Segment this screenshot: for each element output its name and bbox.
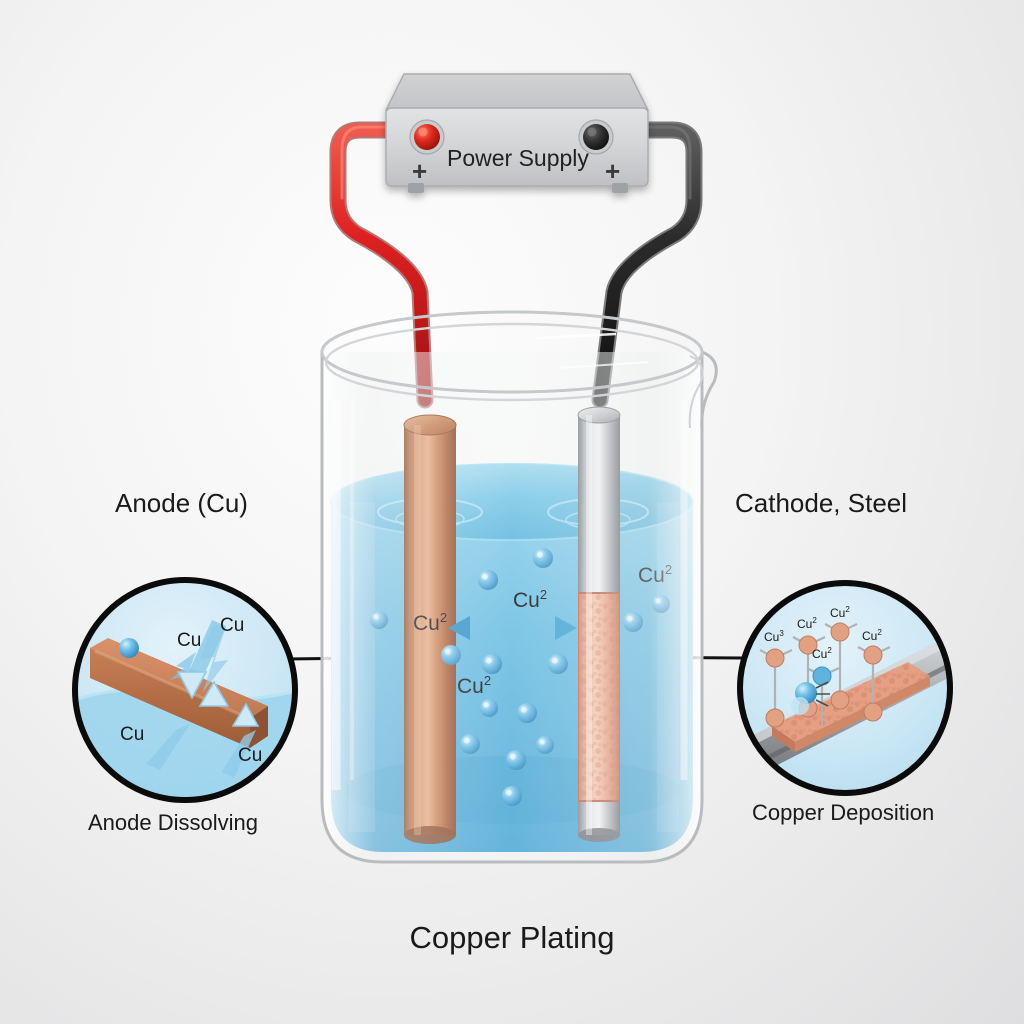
- inset-ion-label: Cu: [238, 745, 262, 766]
- cathode-label: Cathode, Steel: [735, 488, 907, 518]
- inset-ion-label: Cu: [177, 630, 201, 651]
- inset-ion-label: Cu: [220, 615, 244, 636]
- inset-ion-label: Cu2: [797, 616, 817, 631]
- beaker-glass-front: [320, 310, 718, 864]
- inset-ion-label: Cu2: [812, 646, 832, 661]
- inset-ion-label: Cu2: [830, 605, 850, 620]
- page-title: Copper Plating: [409, 920, 614, 955]
- anode-label: Anode (Cu): [115, 488, 248, 518]
- inset-left-caption: Anode Dissolving: [88, 810, 258, 835]
- inset-ion-label: Cu3: [764, 629, 784, 644]
- power-supply-label: Power Supply: [447, 145, 589, 171]
- inset-ion-label: Cu: [120, 724, 144, 745]
- inset-right-caption: Copper Deposition: [752, 800, 934, 825]
- inset-ion-label: Cu2: [862, 628, 882, 643]
- power-supply[interactable]: + + Power Supply: [384, 73, 650, 193]
- red-terminal[interactable]: [414, 124, 440, 150]
- left-polarity-label: +: [412, 156, 427, 186]
- right-polarity-label: +: [605, 156, 620, 186]
